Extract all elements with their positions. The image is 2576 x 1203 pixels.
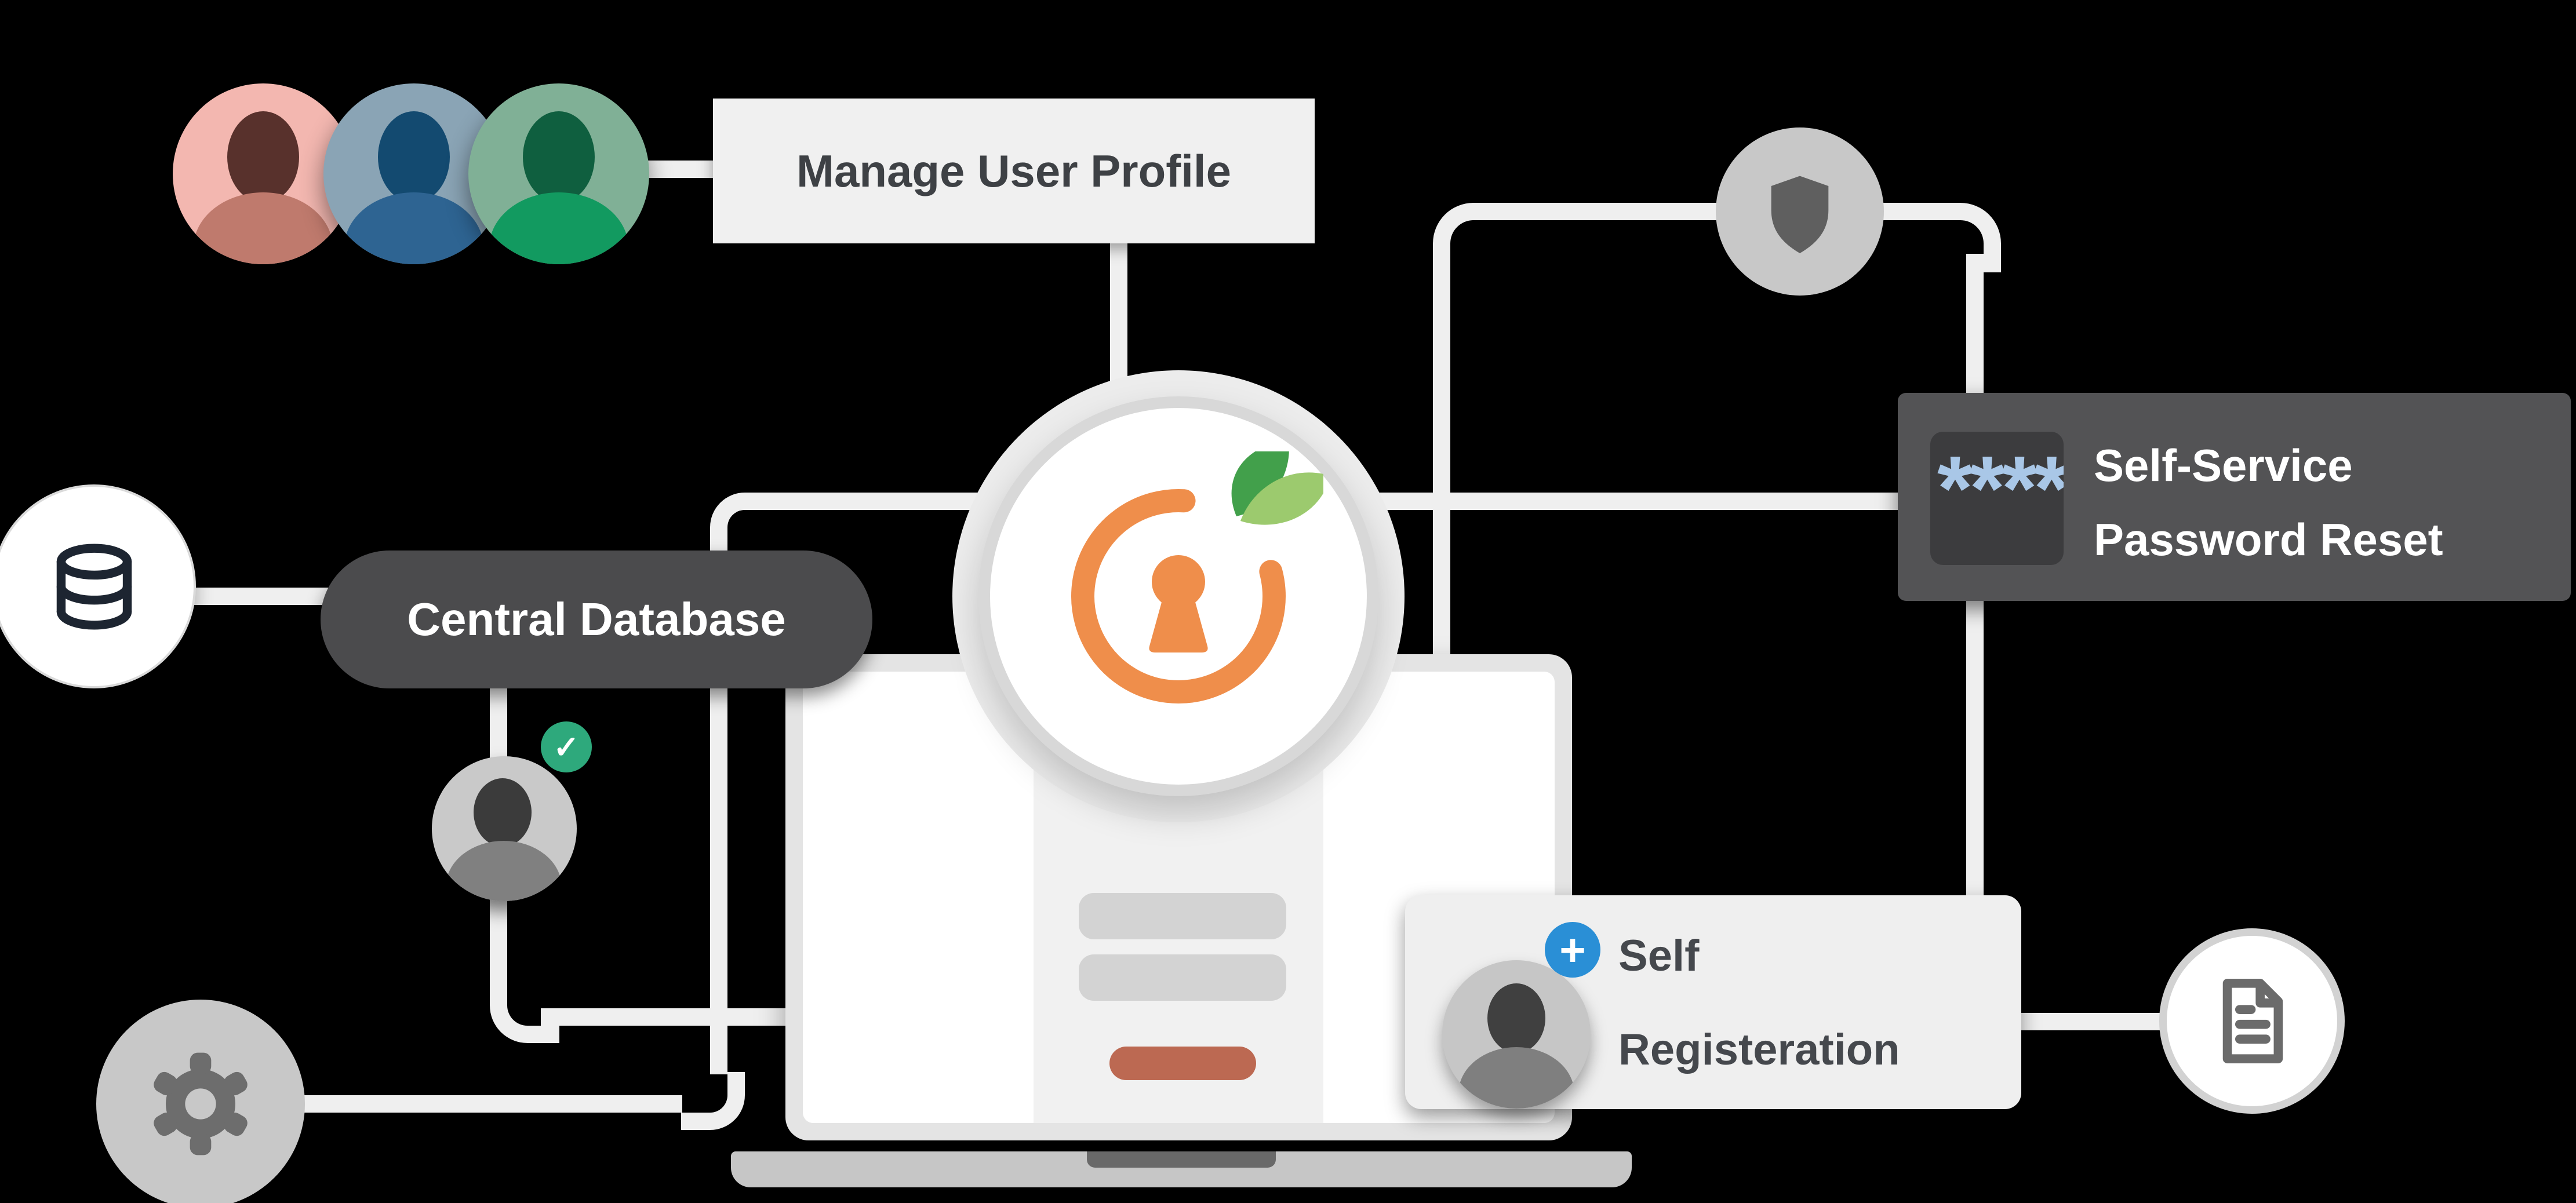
shield-glyph	[1771, 176, 1829, 253]
connector-verified-user-to-laptop	[541, 1008, 813, 1026]
connector-corner-shield-right	[1930, 203, 2001, 272]
user-avatar-add	[1442, 960, 1591, 1109]
database-glyph	[56, 544, 132, 629]
password-stars-text: ****	[1937, 438, 2064, 539]
check-icon: ✓	[553, 730, 580, 765]
avatar-head	[378, 111, 450, 203]
gear-glyph	[154, 1052, 248, 1155]
plus-icon: +	[1559, 924, 1586, 975]
laptop-base-notch	[1087, 1151, 1276, 1168]
connector-laptop-to-shield-vertical	[1433, 253, 1450, 658]
avatar-body	[446, 841, 562, 901]
manage-user-profile-text: Manage User Profile	[796, 145, 1231, 196]
central-database-text: Central Database	[407, 593, 786, 645]
password-stars-icon: ****	[1930, 432, 2064, 565]
avatar-body	[1458, 1047, 1574, 1109]
gear-icon	[96, 1000, 305, 1203]
form-field-bar	[1079, 893, 1286, 939]
document-icon	[2159, 928, 2345, 1114]
avatar-body	[344, 192, 483, 264]
avatar-head	[227, 111, 299, 203]
orange-keyhole-logo-icon	[1071, 451, 1323, 703]
shield-icon	[1716, 127, 1884, 296]
form-field-bar	[1079, 954, 1286, 1001]
verified-check-badge: ✓	[541, 721, 592, 772]
self-registration-line1: Self	[1618, 931, 1700, 980]
connector-password-to-registration	[1966, 597, 1984, 904]
leaf-icon	[1231, 451, 1323, 525]
password-reset-line2: Password Reset	[2094, 514, 2443, 565]
database-icon	[0, 484, 196, 688]
manage-user-profile-label: Manage User Profile	[713, 99, 1315, 243]
connector-gear-horizontal	[232, 1095, 682, 1113]
avatar-body	[489, 192, 628, 264]
avatar-body	[194, 192, 333, 264]
document-glyph	[2222, 979, 2283, 1063]
self-registration-line2: Registeration	[1618, 1025, 1900, 1074]
connector-registration-to-document	[2017, 1013, 2168, 1030]
user-avatar-verified	[432, 756, 577, 901]
keyhole-icon	[1149, 555, 1208, 652]
avatar-head	[1487, 983, 1545, 1053]
connector-corner-bottomright-gear	[681, 1072, 745, 1130]
user-avatar-green	[468, 83, 649, 264]
login-button-bar	[1109, 1047, 1256, 1080]
password-reset-line1: Self-Service	[2094, 440, 2353, 491]
avatar-head	[523, 111, 595, 203]
add-user-plus-badge: +	[1545, 922, 1600, 978]
central-database-label: Central Database	[321, 551, 872, 688]
avatar-head	[474, 778, 532, 847]
connector-shield-to-password-box	[1966, 254, 1984, 396]
